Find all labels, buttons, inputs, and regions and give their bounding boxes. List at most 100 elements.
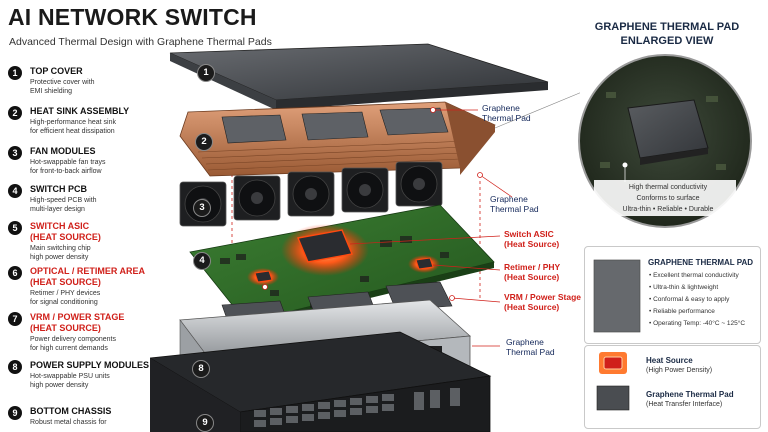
- feature-item: • Conformal & easy to apply: [649, 296, 730, 303]
- component-number-badge: 3: [8, 146, 22, 160]
- graphene-pad-swatch: [596, 385, 630, 411]
- component-description: Protective cover with: [30, 79, 95, 86]
- feature-item: • Operating Temp: -40°C ~ 125°C: [649, 320, 746, 327]
- component-number-badge: 8: [8, 360, 22, 374]
- callout-text: Thermal Pad: [482, 113, 531, 123]
- callout-text: Switch ASIC: [504, 229, 554, 239]
- component-description: high power density: [30, 382, 89, 389]
- component-heat-tag: (HEAT SOURCE): [30, 277, 101, 287]
- marker-power-supply: 8: [192, 360, 210, 378]
- marker-switch-pcb: 4: [193, 252, 211, 270]
- callout-graphene-pad-heatsink: Graphene Thermal Pad: [482, 103, 531, 123]
- component-description: multi-layer design: [30, 206, 85, 213]
- component-description: EMI shielding: [30, 88, 73, 95]
- callout-text: Thermal Pad: [490, 204, 539, 214]
- callout-text: Graphene: [506, 337, 544, 347]
- component-description: for signal conditioning: [30, 299, 98, 306]
- component-title: FAN MODULES: [30, 146, 96, 156]
- callout-leaders: [349, 109, 513, 347]
- component-description: for front-to-back airflow: [30, 168, 102, 175]
- legend-heat-source-sub: (High Power Density): [646, 367, 713, 374]
- component-description: Retimer / PHY devices: [30, 290, 101, 297]
- component-number-badge: 9: [8, 406, 22, 420]
- magnified-title-line: GRAPHENE THERMAL PAD: [594, 21, 740, 33]
- marker-top-cover: 1: [197, 64, 215, 82]
- callout-retimer-phy: Retimer / PHY (Heat Source): [504, 262, 560, 282]
- component-number-badge: 5: [8, 221, 22, 235]
- callout-text: Retimer / PHY: [504, 262, 561, 272]
- callout-text: (Heat Source): [504, 302, 560, 312]
- callout-text: Graphene: [482, 103, 520, 113]
- legend-graphene-sub: (Heat Transfer Interface): [646, 401, 723, 408]
- feature-text: Excellent thermal conductivity: [653, 272, 739, 279]
- component-title: SWITCH PCB: [30, 184, 87, 194]
- callout-text: Thermal Pad: [506, 347, 555, 357]
- magnified-thermal-pad: [627, 99, 709, 159]
- feature-item: • Ultra-thin & lightweight: [649, 284, 719, 291]
- component-title: BOTTOM CHASSIS: [30, 406, 112, 416]
- component-description: for efficient heat dissipation: [30, 128, 115, 135]
- magnifier-connector: [494, 92, 580, 129]
- heatsink-pad-center: [301, 111, 369, 141]
- component-number-badge: 6: [8, 266, 22, 280]
- component-description: Main switching chip: [30, 245, 91, 252]
- callout-graphene-pad-psu: Graphene Thermal Pad: [506, 337, 555, 357]
- component-number-badge: 4: [8, 184, 22, 198]
- component-heat-tag: (HEAT SOURCE): [30, 323, 101, 333]
- callout-graphene-pad-pcb: Graphene Thermal Pad: [490, 194, 539, 214]
- feature-item: • Excellent thermal conductivity: [649, 272, 739, 279]
- feature-item: • Reliable performance: [649, 308, 715, 315]
- switch-asic-chip: [297, 229, 353, 263]
- callout-vrm-power-stage: VRM / Power Stage (Heat Source): [504, 292, 581, 312]
- callout-switch-asic: Switch ASIC (Heat Source): [504, 229, 559, 249]
- component-number-badge: 1: [8, 66, 22, 80]
- callout-text: Graphene: [490, 194, 528, 204]
- component-title: HEAT SINK ASSEMBLY: [30, 106, 130, 116]
- vrm-chip: [254, 270, 273, 283]
- component-number-badge: 7: [8, 312, 22, 326]
- bottom-chassis: [150, 331, 492, 432]
- info-box-title: GRAPHENE THERMAL PAD: [648, 258, 754, 267]
- component-title: TOP COVER: [30, 66, 83, 76]
- component-description: High-speed PCB with: [30, 197, 97, 204]
- feature-text: Operating Temp: -40°C ~ 125°C: [653, 320, 746, 327]
- feature-text: Conformal & easy to apply: [653, 296, 730, 303]
- marker-bottom-chassis: 9: [196, 414, 214, 432]
- magnified-title-line: ENLARGED VIEW: [620, 35, 714, 47]
- magnified-view: [578, 54, 752, 228]
- heatsink-pad-right: [379, 107, 449, 136]
- graphene-pad-sample: [593, 259, 641, 333]
- heatsink-pad-left: [221, 114, 287, 144]
- callout-text: (Heat Source): [504, 272, 560, 282]
- page-title: AI NETWORK SWITCH: [8, 4, 257, 30]
- magnified-line-3: Ultra-thin • Reliable • Durable: [622, 206, 714, 213]
- component-heat-tag: (HEAT SOURCE): [30, 232, 101, 242]
- component-number-badge: 2: [8, 106, 22, 120]
- feature-text: Ultra-thin & lightweight: [653, 284, 719, 291]
- retimer-chip: [415, 257, 434, 270]
- component-description: for high current demands: [30, 345, 108, 352]
- marker-fan-modules: 3: [193, 199, 211, 217]
- feature-text: Reliable performance: [653, 308, 715, 315]
- component-description: Robust metal chassis for: [30, 419, 107, 426]
- heat-sink-assembly: [179, 101, 496, 177]
- marker-heat-sink: 2: [195, 133, 213, 151]
- legend-graphene-title: Graphene Thermal Pad: [646, 390, 734, 399]
- component-description: Hot-swappable PSU units: [30, 373, 110, 380]
- component-title: POWER SUPPLY MODULES: [30, 360, 150, 370]
- magnified-view-title: GRAPHENE THERMAL PAD ENLARGED VIEW: [592, 20, 742, 48]
- heat-source-swatch: [599, 352, 627, 374]
- component-description: Hot-swappable fan trays: [30, 159, 106, 166]
- component-title: SWITCH ASIC: [30, 221, 90, 231]
- component-title: OPTICAL / RETIMER AREA: [30, 266, 146, 276]
- component-title: VRM / POWER STAGE: [30, 312, 125, 322]
- component-description: high power density: [30, 254, 89, 261]
- top-cover: [169, 43, 549, 110]
- callout-text: (Heat Source): [504, 239, 560, 249]
- callout-text: VRM / Power Stage: [504, 292, 581, 302]
- component-description: Power delivery components: [30, 336, 116, 343]
- magnified-line-1: High thermal conductivity: [628, 184, 708, 191]
- page-subtitle: Advanced Thermal Design with Graphene Th…: [9, 36, 272, 48]
- component-description: High-performance heat sink: [30, 119, 116, 126]
- magnified-line-2: Conforms to surface: [636, 195, 700, 202]
